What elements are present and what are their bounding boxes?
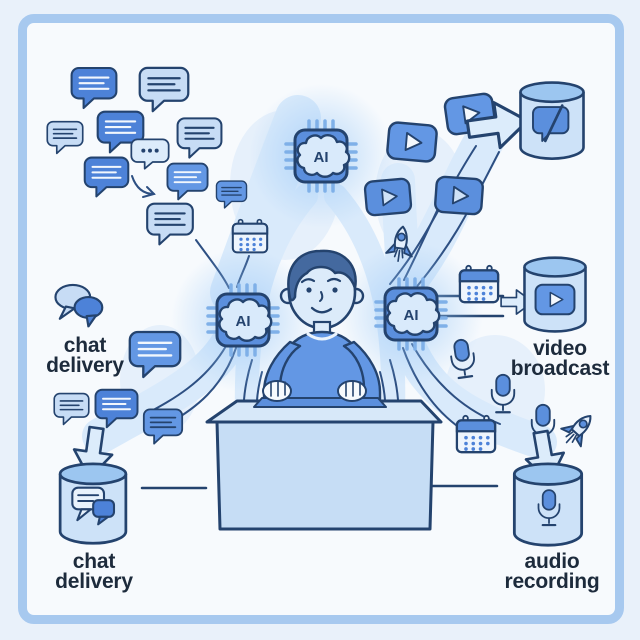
ai-chip-label: AI bbox=[236, 313, 251, 330]
video-play-icon bbox=[433, 174, 486, 216]
calendar-icon bbox=[458, 264, 500, 304]
chat-bubble-icon bbox=[214, 180, 249, 209]
chat-slash-icon bbox=[531, 104, 575, 144]
chat-bubble-icon bbox=[82, 156, 131, 198]
ai-chip-label: AI bbox=[404, 307, 419, 324]
microphone-icon bbox=[445, 336, 481, 384]
ai-chip-icon: AI bbox=[283, 118, 359, 194]
label-chat-delivery-top: chat delivery bbox=[46, 334, 124, 377]
ai-chip-icon: AI bbox=[205, 282, 281, 358]
chat-bubble-icon bbox=[138, 66, 190, 113]
calendar-icon bbox=[231, 218, 269, 254]
ai-chip-label: AI bbox=[314, 149, 329, 166]
chat-bubble-icon bbox=[140, 408, 186, 445]
label-chat-delivery-bottom: chat delivery bbox=[55, 550, 133, 593]
hands-on-keyboard bbox=[253, 380, 387, 408]
chat-bubble-dots-icon bbox=[129, 138, 171, 170]
chat-bubble-icon bbox=[166, 162, 209, 201]
chat-bubble-icon bbox=[176, 116, 223, 160]
chat-bubble-icon bbox=[94, 388, 139, 429]
video-play-icon bbox=[384, 120, 439, 164]
chat-bubble-icon bbox=[46, 120, 84, 155]
microphone-icon bbox=[535, 488, 563, 530]
label-audio-recording: audio recording bbox=[504, 550, 600, 593]
chat-pair-icon bbox=[52, 280, 104, 328]
chat-bubble-icon bbox=[70, 66, 118, 110]
calendar-icon bbox=[455, 414, 497, 454]
desk bbox=[205, 399, 443, 531]
label-video-broadcast: video broadcast bbox=[510, 337, 610, 380]
ai-chip-icon: AI bbox=[373, 276, 449, 352]
chat-bubble-icon bbox=[142, 202, 198, 246]
video-play-icon bbox=[362, 176, 413, 218]
chat-pair-icon bbox=[70, 486, 118, 526]
chat-bubble-icon bbox=[53, 392, 90, 426]
video-play-icon bbox=[534, 283, 576, 316]
rocket-icon bbox=[379, 222, 421, 274]
